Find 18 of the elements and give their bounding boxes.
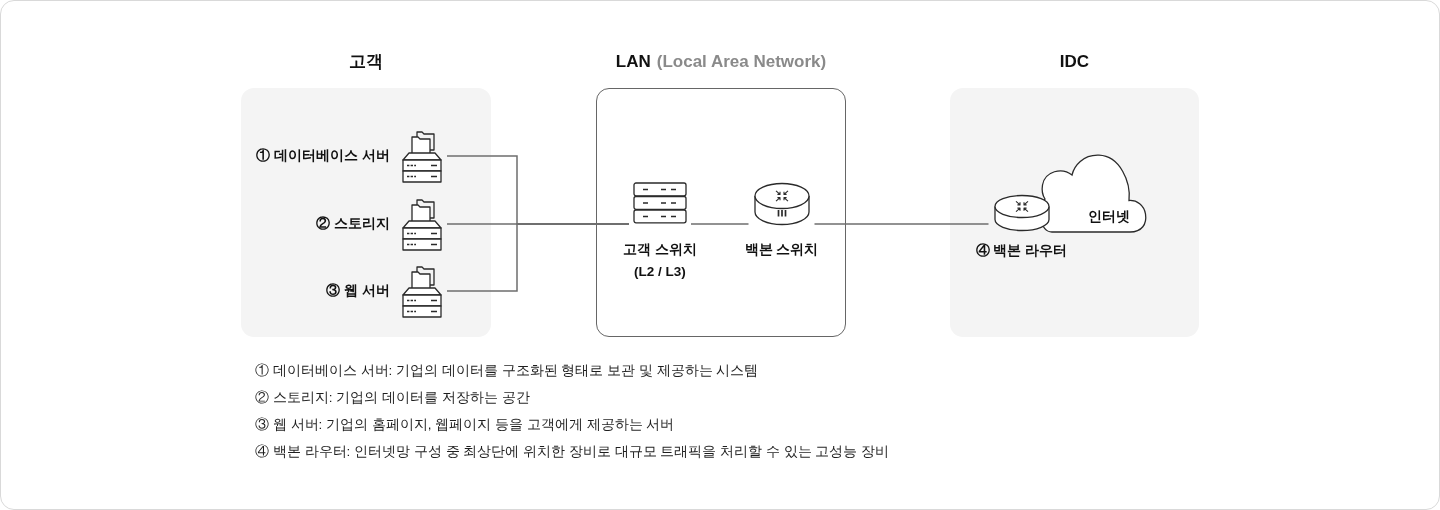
note-text: ③ 웹 서버: 기업의 홈페이지, 웹페이지 등을 고객에게 제공하는 서버 [255,416,675,434]
device-label: ④ 백본 라우터 [975,242,1068,260]
device-label: ① 데이터베이스 서버 [256,147,390,165]
group-heading: 고객 [349,51,383,73]
note-text: ④ 백본 라우터: 인터넷망 구성 중 최상단에 위치한 장비로 대규모 트래픽을 처리할 수 있는 고성능 장비 [255,443,889,461]
device-label: ③ 웹 서버 [326,282,390,300]
device-label: 고객 스위치 (L2 / L3) [622,241,698,281]
note-text: ① 데이터베이스 서버: 기업의 데이터를 구조화된 형태로 보관 및 제공하는 시스템 [255,362,759,380]
device-label: 백본 스위치 [744,241,819,259]
heading-subtitle: (Local Area Network) [656,51,827,73]
group-heading: LAN [615,51,651,73]
connector-line [813,223,990,225]
connector-line [446,223,630,292]
connector-line [690,223,750,225]
group-heading: IDC [1059,51,1090,73]
note-text: ② 스토리지: 기업의 데이터를 저장하는 공간 [255,389,530,407]
cloud-label: 인터넷 [1088,208,1130,226]
device-label: ② 스토리지 [316,215,390,233]
